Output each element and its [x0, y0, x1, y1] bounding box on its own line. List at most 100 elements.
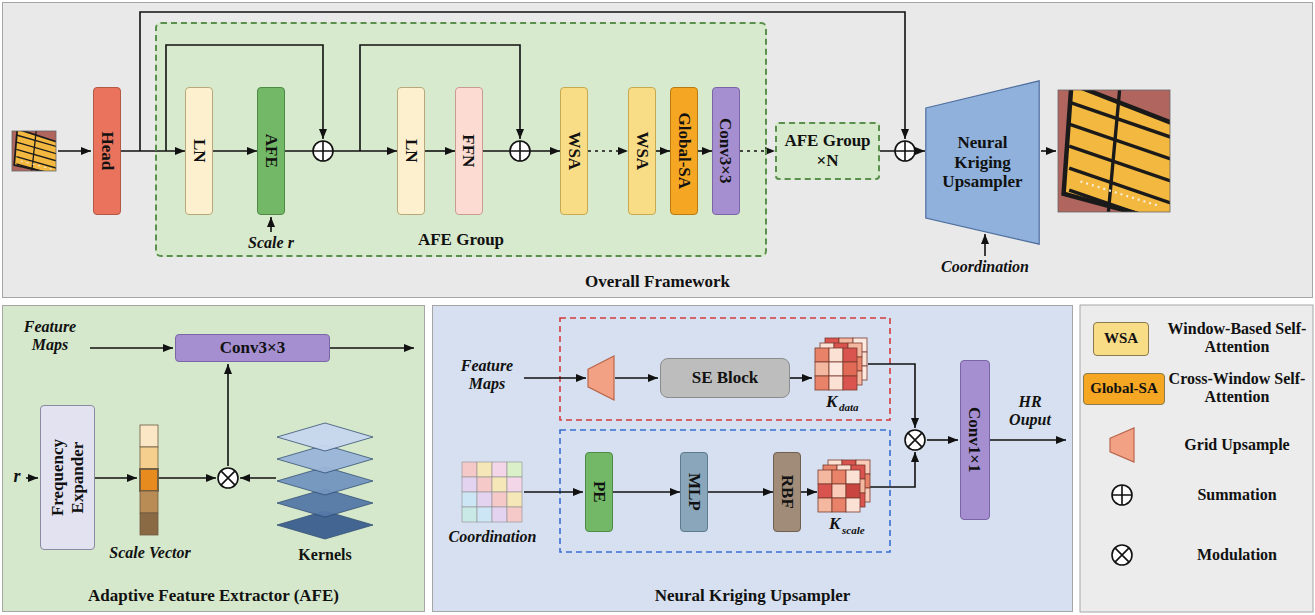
block-label: Conv3×3: [220, 338, 285, 358]
layer-norm-block: LN: [185, 87, 213, 215]
block-label: LN: [401, 139, 421, 163]
layout-part: [12, 131, 56, 171]
vector-wire: [158, 477, 216, 479]
grid-cell: [477, 507, 492, 522]
coordinate-wire: [524, 491, 583, 493]
symbol-circle: [1112, 545, 1132, 565]
label-holder: scale: [842, 525, 882, 536]
flow-arrow: [740, 150, 775, 152]
modulation-symbol: [1112, 545, 1132, 565]
panel-fill: [2, 305, 425, 612]
legend-text: Grid Upsample: [1166, 436, 1308, 454]
grid-upsample-symbol: [1110, 428, 1134, 462]
kernel-symbol: K: [826, 392, 840, 412]
block-label: Neural Kriging Upsampler: [935, 133, 1031, 192]
legend-panel: [1080, 305, 1313, 612]
feature-wire: [90, 347, 173, 349]
global-sa-block: Global-SA: [670, 87, 698, 215]
flow-arrow: [613, 491, 680, 493]
frequency-expander: Frequency Expander: [40, 405, 95, 550]
kernel-label: Kernels: [280, 546, 370, 564]
kernel-cell: [815, 376, 829, 390]
flow-arrow: [588, 150, 628, 152]
image-border: [1058, 90, 1170, 212]
wing: [14, 131, 56, 171]
grid-cell: [477, 492, 492, 507]
rbf-out-wire: [801, 491, 817, 493]
flow-arrow: [656, 150, 670, 152]
se-block: SE Block: [660, 358, 790, 398]
vector-cell: [140, 425, 158, 447]
legend-holder: Summation: [1166, 486, 1308, 504]
label-holder: Global-SA: [1083, 380, 1165, 397]
block-label: PE: [589, 481, 609, 503]
flow-arrow: [285, 150, 397, 152]
se-out-wire: [790, 377, 812, 379]
rbf-block: RBF: [773, 452, 801, 532]
kernel-cell: [846, 498, 860, 512]
symbol-cross: [313, 141, 333, 161]
block-label: WSA: [564, 132, 584, 171]
flow-arrow: [708, 491, 773, 493]
legend-holder: Modulation: [1166, 546, 1308, 564]
layer-norm-block: LN: [397, 87, 425, 215]
grid-cell: [507, 477, 522, 492]
block-label: LN: [189, 139, 209, 163]
vector-cell: [140, 513, 158, 535]
flow-arrow: [121, 150, 185, 152]
scale-label: Scale r: [231, 234, 311, 252]
output-wire: [1041, 150, 1056, 152]
wing-vein: [1069, 190, 1170, 212]
block-label: SE Block: [692, 368, 759, 388]
data-kernel-stack: [815, 338, 867, 390]
kernel-cell: [832, 470, 846, 484]
legend-sample-label: Global-SA: [1083, 380, 1165, 397]
panel-fill: [155, 22, 767, 257]
symbol-circle: [218, 468, 238, 488]
legend-text: Cross-Window Self-Attention: [1166, 370, 1308, 407]
coordinate-label: Coordination: [930, 258, 1040, 276]
wing-vein: [1069, 146, 1170, 183]
kernel-cell: [832, 498, 846, 512]
kernel-wire: [240, 477, 276, 479]
kernel-cell: [846, 484, 860, 498]
modulation-wire: [927, 439, 958, 441]
block-label: AFE: [261, 134, 281, 168]
input-label: Feature Maps: [14, 318, 86, 355]
wing-vein: [16, 164, 56, 171]
label-holder: r: [8, 466, 26, 487]
label-holder: Feature Maps: [14, 318, 86, 355]
block-label: Frequency Expander: [48, 413, 87, 543]
symbol-circle: [905, 430, 925, 450]
label-holder: Feature Maps: [452, 357, 522, 394]
vector-cell: [140, 469, 158, 491]
legend-holder: Grid Upsample: [1166, 436, 1308, 454]
output-label: HR Ouput: [1005, 393, 1055, 430]
flow-arrow: [425, 150, 455, 152]
symbol-cross: [1112, 485, 1132, 505]
grid-upsample-symbol: [588, 356, 614, 400]
kernel-cell: [843, 376, 857, 390]
kernel-cell: [832, 484, 846, 498]
grid-cell: [492, 492, 507, 507]
wsa-block: WSA: [628, 87, 656, 215]
modulation-symbol: [905, 430, 925, 450]
wsa-block: WSA: [560, 87, 588, 215]
panel-title: Neural Kriging Upsampler: [655, 586, 851, 606]
vector-cell: [140, 491, 158, 513]
wing-spots: [21, 161, 52, 169]
panel-title: Adaptive Feature Extractor (AFE): [88, 586, 339, 606]
kernel-cell: [843, 362, 857, 376]
afe-group-frame: AFE GroupLNAFELNFFNWSAWSAGlobal-SAConv3×…: [155, 22, 767, 257]
grid-cell: [462, 462, 477, 477]
grid-cell: [492, 462, 507, 477]
grid-cell: [462, 477, 477, 492]
symbol-circle: [895, 141, 915, 161]
grid-cell: [492, 477, 507, 492]
pe-block: PE: [585, 452, 613, 532]
panel-fill: [2, 2, 1313, 298]
scale-vector: [140, 425, 158, 535]
wing-vein: [16, 157, 56, 169]
block-label: MLP: [684, 473, 704, 511]
wing-vein: [32, 131, 36, 171]
